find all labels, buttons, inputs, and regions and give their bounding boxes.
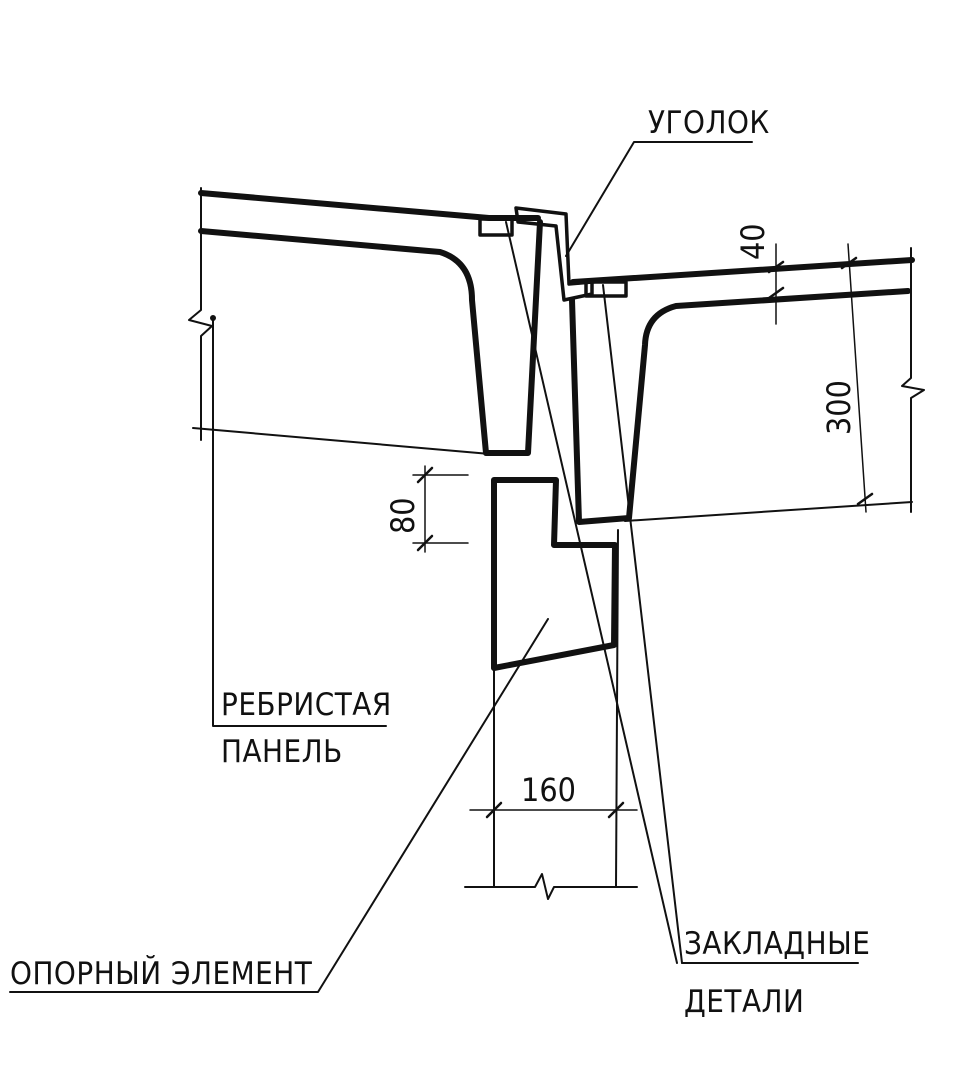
ribbed-panel-label-line1: РЕБРИСТАЯ — [221, 687, 392, 723]
dim-flange-thickness: 40 — [734, 223, 785, 325]
support-element-label: ОПОРНЫЙ ЭЛЕМЕНТ — [10, 956, 313, 992]
embedded-leader-1 — [505, 221, 678, 964]
support-element — [9, 477, 638, 993]
embedded-leader-2 — [602, 284, 683, 964]
ribbed-panel-leader-dot — [210, 315, 216, 321]
ribbed-panel-leader — [212, 317, 387, 727]
right-panel-bottom-line — [624, 501, 913, 522]
angle-leader — [565, 141, 753, 257]
dim-ledge-height: 80 — [384, 465, 469, 553]
angle-profile — [514, 206, 594, 302]
bottom-break-line — [464, 873, 638, 900]
dim-160-label: 160 — [521, 771, 576, 809]
support-element-leader — [9, 618, 549, 993]
right-panel-top-line — [570, 257, 915, 285]
left-break-line — [188, 187, 213, 441]
left-ribbed-panel — [188, 187, 543, 727]
ribbed-panel-label-line2: ПАНЕЛЬ — [221, 734, 343, 770]
dim-80-label: 80 — [384, 497, 422, 534]
left-panel-rib — [198, 219, 543, 456]
dim-panel-height: 300 — [820, 243, 874, 513]
right-break-line — [901, 247, 925, 513]
embedded-parts-label-line1: ЗАКЛАДНЫЕ — [684, 926, 870, 962]
left-panel-top-line — [198, 190, 541, 221]
left-embedded-plate — [478, 217, 514, 237]
dim-40-label: 40 — [734, 223, 772, 260]
angle-label: УГОЛОК — [648, 105, 770, 141]
embedded-parts-leaders — [505, 221, 859, 964]
dim-300-label: 300 — [820, 380, 858, 435]
support-column-right — [615, 529, 619, 888]
dim-support-width: 160 — [469, 771, 638, 819]
right-panel-rib — [569, 288, 911, 525]
right-ribbed-panel — [569, 247, 925, 525]
steel-angle — [514, 141, 753, 302]
embedded-parts-label-line2: ДЕТАЛИ — [684, 984, 804, 1020]
left-panel-bottom-line — [192, 427, 491, 455]
right-embedded-plate — [584, 280, 628, 298]
support-head — [491, 477, 618, 671]
